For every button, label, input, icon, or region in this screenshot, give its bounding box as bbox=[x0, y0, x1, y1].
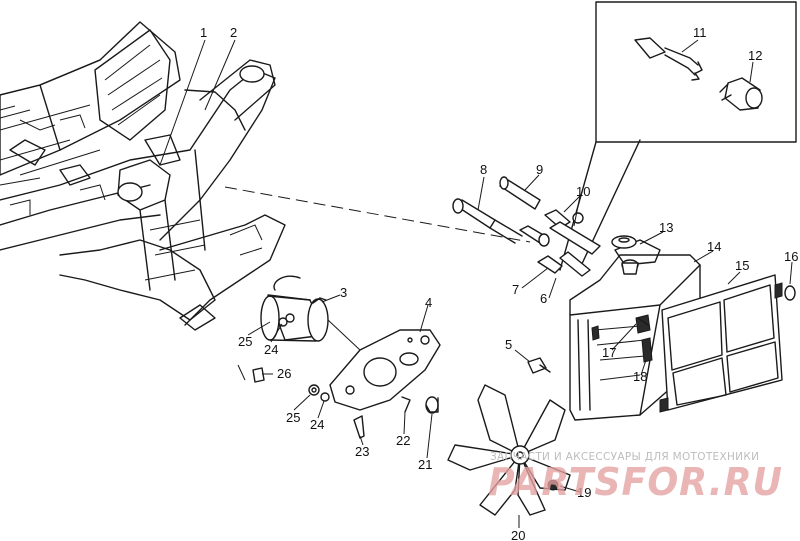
bushing-part-26 bbox=[237, 364, 265, 383]
nut-part-25-right bbox=[308, 384, 320, 396]
coolant-hoses bbox=[452, 176, 601, 277]
callout-25-right: 25 bbox=[286, 410, 300, 425]
fan-shroud-plate-part-4 bbox=[329, 329, 441, 411]
callout-13: 13 bbox=[659, 220, 673, 235]
callout-12: 12 bbox=[748, 48, 762, 63]
clip-part-18 bbox=[641, 337, 653, 363]
callout-10: 10 bbox=[576, 184, 590, 199]
callout-18: 18 bbox=[633, 369, 647, 384]
callout-6: 6 bbox=[540, 291, 547, 306]
bolt-part-5 bbox=[527, 357, 551, 374]
callout-23: 23 bbox=[355, 444, 369, 459]
callout-8: 8 bbox=[480, 162, 487, 177]
callout-1: 1 bbox=[200, 25, 207, 40]
watermark-tagline: ЗАПЧАСТИ И АКСЕССУАРЫ ДЛЯ МОТОТЕХНИКИ bbox=[490, 451, 759, 463]
callout-17: 17 bbox=[602, 345, 616, 360]
watermark-logo: PARTSFOR.RU bbox=[488, 460, 783, 504]
callout-19: 19 bbox=[577, 485, 591, 500]
callout-5: 5 bbox=[505, 337, 512, 352]
callout-4: 4 bbox=[425, 295, 432, 310]
callout-16: 16 bbox=[784, 249, 798, 264]
callout-26: 26 bbox=[277, 366, 291, 381]
temperature-switch-part-12 bbox=[719, 77, 763, 111]
callout-22: 22 bbox=[396, 433, 410, 448]
wire-harness-part-11 bbox=[634, 37, 703, 81]
screw-part-23 bbox=[353, 415, 365, 439]
nut-part-24-right bbox=[320, 392, 330, 402]
callout-labels: 1 2 3 4 5 6 7 8 9 10 11 12 13 14 15 16 1… bbox=[200, 25, 798, 541]
bolt-part-17 bbox=[637, 317, 649, 326]
inset-box bbox=[559, 1, 797, 271]
callout-3: 3 bbox=[340, 285, 347, 300]
radiator-cap-part-13 bbox=[611, 235, 637, 249]
bolt-part-22 bbox=[401, 396, 411, 413]
callout-9: 9 bbox=[536, 162, 543, 177]
callout-11: 11 bbox=[693, 25, 707, 40]
fastener-group bbox=[237, 317, 653, 491]
callout-14: 14 bbox=[707, 239, 721, 254]
washer-part-21 bbox=[425, 396, 439, 414]
callout-24-right: 24 bbox=[310, 417, 324, 432]
radiator-screen-part-15 bbox=[659, 274, 783, 413]
grommet-part-16 bbox=[784, 285, 796, 301]
callout-21: 21 bbox=[418, 457, 432, 472]
fan-blade-part-20 bbox=[447, 384, 571, 516]
callout-7: 7 bbox=[512, 282, 519, 297]
nut-part-19 bbox=[547, 479, 559, 491]
vehicle-frame bbox=[0, 21, 286, 331]
watermark: ЗАПЧАСТИ И АКСЕССУАРЫ ДЛЯ МОТОТЕХНИКИ PA… bbox=[488, 451, 783, 504]
callout-15: 15 bbox=[735, 258, 749, 273]
leader-lines bbox=[159, 39, 793, 528]
callout-2: 2 bbox=[230, 25, 237, 40]
callout-24-left: 24 bbox=[264, 342, 278, 357]
callout-20: 20 bbox=[511, 528, 525, 541]
callout-25-left: 25 bbox=[238, 334, 252, 349]
fan-motor-part-3 bbox=[260, 275, 361, 351]
